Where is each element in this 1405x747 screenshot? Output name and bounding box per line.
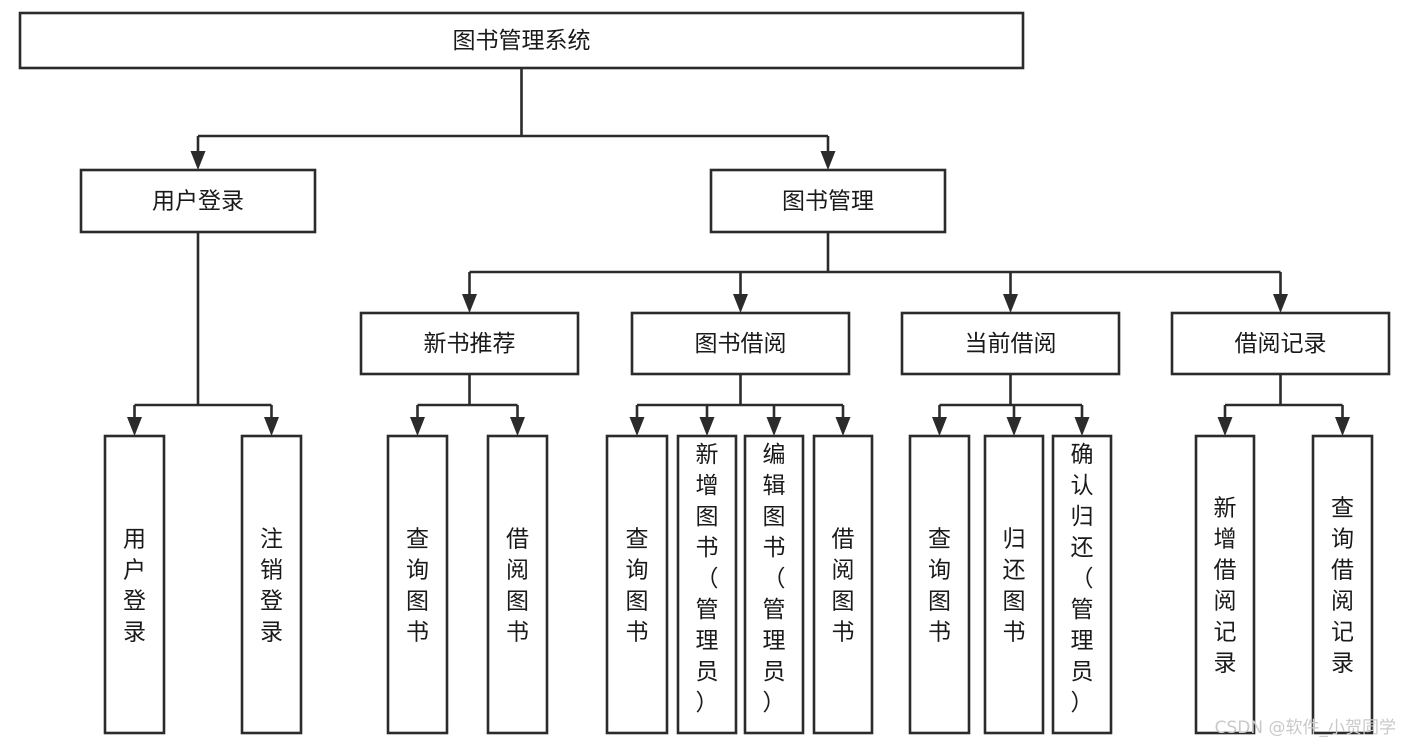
arrow-head-icon xyxy=(1273,294,1288,313)
node-book-manage-label: 图书管理 xyxy=(782,189,874,215)
node-leaf-query-borrow-record-box xyxy=(1311,434,1374,735)
node-leaf-user-login[interactable]: 用户登录 xyxy=(103,434,166,735)
node-leaf-return-book-label: 归还图书 xyxy=(1003,527,1026,646)
node-leaf-borrow-book[interactable]: 借阅图书 xyxy=(812,434,874,735)
node-borrow-record-label: 借阅记录 xyxy=(1235,331,1327,357)
node-new-book-rec-label: 新书推荐 xyxy=(424,331,516,357)
node-user-login[interactable]: 用户登录 xyxy=(79,168,317,234)
node-user-login-label: 用户登录 xyxy=(152,189,244,215)
arrow-head-icon xyxy=(510,417,525,436)
arrow-head-icon xyxy=(410,417,425,436)
node-leaf-query-book-rec-label: 查询图书 xyxy=(406,527,429,646)
node-book-borrow-box xyxy=(630,311,851,376)
node-root-box xyxy=(18,11,1025,70)
node-leaf-edit-book[interactable]: 编辑图书（管理员） xyxy=(743,434,805,735)
node-leaf-borrow-book-rec[interactable]: 借阅图书 xyxy=(486,434,549,735)
node-new-book-rec-box xyxy=(359,311,580,376)
arrow-head-icon xyxy=(462,294,477,313)
arrow-head-icon xyxy=(932,417,947,436)
node-leaf-query-book-rec-box xyxy=(386,434,449,735)
node-leaf-query-borrow-record-label: 查询借阅记录 xyxy=(1331,496,1354,677)
node-leaf-add-borrow-record-label: 新增借阅记录 xyxy=(1214,496,1237,677)
node-leaf-add-book-box xyxy=(676,434,738,735)
arrow-head-icon xyxy=(733,294,748,313)
node-leaf-confirm-return[interactable]: 确认归还（管理员） xyxy=(1051,434,1113,735)
arrow-head-icon xyxy=(766,417,782,436)
node-boxes-layer: 图书管理系统用户登录图书管理新书推荐图书借阅当前借阅借阅记录用户登录注销登录查询… xyxy=(18,11,1391,735)
node-user-login-box xyxy=(79,168,317,234)
node-leaf-borrow-book-label: 借阅图书 xyxy=(832,527,855,646)
node-leaf-query-book-borrow-box xyxy=(605,434,669,735)
node-leaf-borrow-book-rec-box xyxy=(486,434,549,735)
arrow-head-icon xyxy=(264,417,279,436)
arrow-head-icon xyxy=(1074,417,1090,436)
node-leaf-confirm-return-box xyxy=(1051,434,1113,735)
node-root-label: 图书管理系统 xyxy=(453,28,591,54)
arrow-head-icon xyxy=(190,151,206,170)
node-book-manage-box xyxy=(709,168,947,234)
node-leaf-user-login-box xyxy=(103,434,166,735)
node-leaf-user-logout[interactable]: 注销登录 xyxy=(240,434,303,735)
node-new-book-rec[interactable]: 新书推荐 xyxy=(359,311,580,376)
connector-links-layer xyxy=(127,68,1350,436)
node-root[interactable]: 图书管理系统 xyxy=(18,11,1025,70)
node-leaf-query-book-rec[interactable]: 查询图书 xyxy=(386,434,449,735)
arrow-head-icon xyxy=(699,417,715,436)
node-leaf-add-borrow-record[interactable]: 新增借阅记录 xyxy=(1194,434,1256,735)
node-leaf-query-book-borrow-label: 查询图书 xyxy=(626,527,649,646)
node-leaf-query-borrow-record[interactable]: 查询借阅记录 xyxy=(1311,434,1374,735)
arrow-head-icon xyxy=(1335,417,1350,436)
arrow-head-icon xyxy=(835,417,851,436)
node-leaf-add-book-label: 新增图书（管理员） xyxy=(696,442,719,716)
node-borrow-record[interactable]: 借阅记录 xyxy=(1170,311,1391,376)
node-leaf-borrow-book-box xyxy=(812,434,874,735)
arrow-head-icon xyxy=(820,151,836,170)
node-book-manage[interactable]: 图书管理 xyxy=(709,168,947,234)
arrow-head-icon xyxy=(1006,417,1022,436)
node-leaf-query-book-current-box xyxy=(908,434,971,735)
arrow-head-icon xyxy=(629,417,645,436)
node-leaf-query-book-current[interactable]: 查询图书 xyxy=(908,434,971,735)
node-leaf-add-book[interactable]: 新增图书（管理员） xyxy=(676,434,738,735)
node-leaf-edit-book-box xyxy=(743,434,805,735)
arrow-head-icon xyxy=(1217,417,1233,436)
node-current-borrow-label: 当前借阅 xyxy=(965,331,1057,357)
node-book-borrow-label: 图书借阅 xyxy=(695,331,787,357)
csdn-watermark: CSDN @软件_小贺同学 xyxy=(1215,718,1396,738)
node-leaf-return-book-box xyxy=(983,434,1045,735)
node-leaf-query-book-current-label: 查询图书 xyxy=(928,527,951,646)
node-leaf-confirm-return-label: 确认归还（管理员） xyxy=(1071,442,1094,716)
node-leaf-user-logout-label: 注销登录 xyxy=(260,527,283,646)
node-book-borrow[interactable]: 图书借阅 xyxy=(630,311,851,376)
node-borrow-record-box xyxy=(1170,311,1391,376)
node-leaf-edit-book-label: 编辑图书（管理员） xyxy=(763,442,786,716)
arrow-head-icon xyxy=(1003,294,1018,313)
node-leaf-user-logout-box xyxy=(240,434,303,735)
node-current-borrow[interactable]: 当前借阅 xyxy=(900,311,1121,376)
node-leaf-add-borrow-record-box xyxy=(1194,434,1256,735)
node-leaf-borrow-book-rec-label: 借阅图书 xyxy=(506,527,529,646)
node-leaf-user-login-label: 用户登录 xyxy=(123,527,146,646)
node-leaf-return-book[interactable]: 归还图书 xyxy=(983,434,1045,735)
arrow-head-icon xyxy=(127,417,142,436)
node-leaf-query-book-borrow[interactable]: 查询图书 xyxy=(605,434,669,735)
node-current-borrow-box xyxy=(900,311,1121,376)
